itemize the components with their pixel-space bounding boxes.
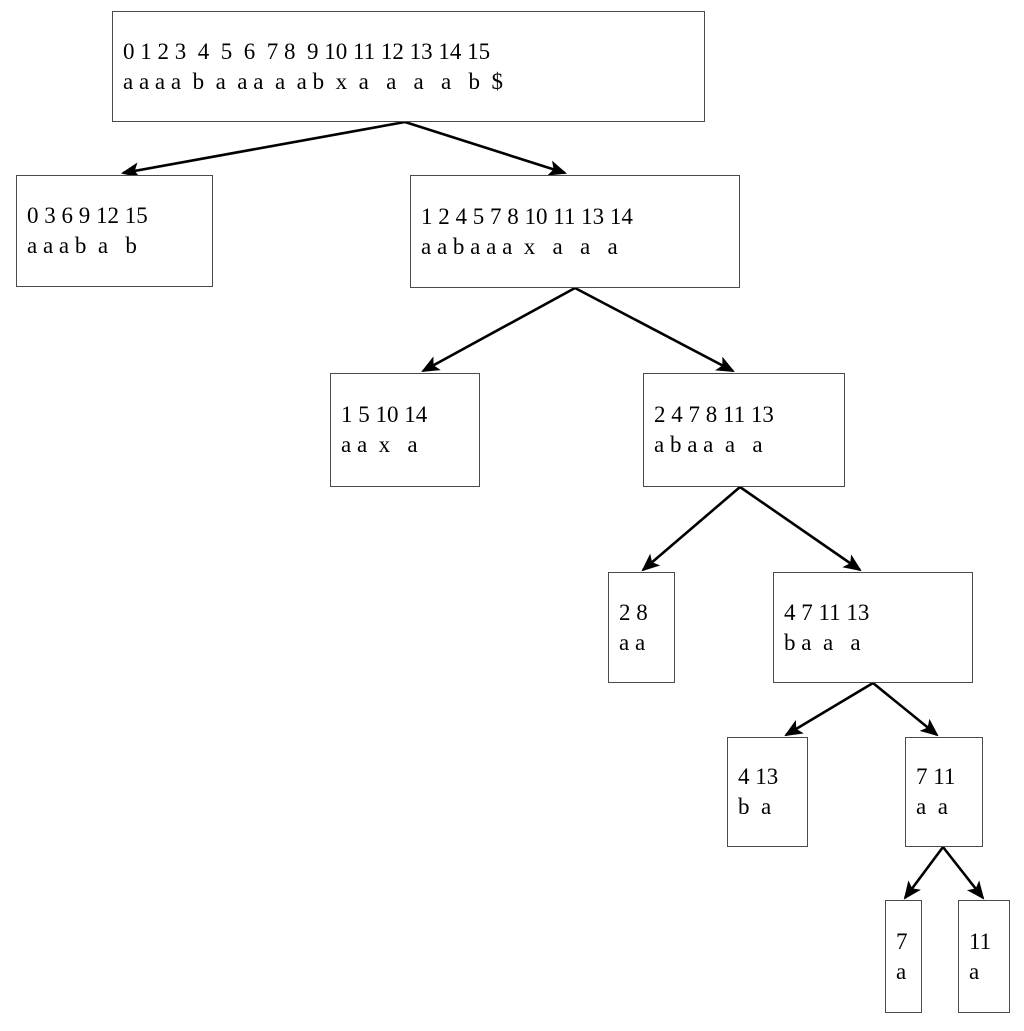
node-chars-line: a a x a (341, 432, 418, 457)
tree-node-n-left3: 2 8 a a (608, 572, 675, 683)
tree-node-n-right2: 2 4 7 8 11 13 a b a a a a (643, 373, 845, 487)
node-chars-line: a (896, 958, 907, 984)
tree-node-root: 0 1 2 3 4 5 6 7 8 9 10 11 12 13 14 15 a a… (112, 11, 705, 122)
node-indices-line: 7 11 (916, 764, 956, 790)
tree-edge-n-right4-to-leaf-11 (941, 846, 985, 900)
node-chars-line: b a (738, 794, 772, 819)
tree-node-n-right1: 1 2 4 5 7 8 10 11 13 14 a a b a a a x a a… (410, 175, 740, 288)
tree-edge-n-right2-to-n-left3 (641, 486, 741, 572)
tree-edge-n-right1-to-n-right2 (574, 286, 735, 373)
node-chars-line: a a b a a a x a a a (421, 233, 618, 259)
tree-node-n-left2: 1 5 10 14 a a x a (330, 373, 480, 487)
node-indices-line: 0 1 2 3 4 5 6 7 8 9 10 11 12 13 14 15 (123, 38, 491, 64)
tree-node-n-left4: 4 13 b a (727, 737, 808, 847)
tree-node-n-right3: 4 7 11 13 b a a a (773, 572, 973, 683)
node-indices-line: 2 8 (619, 599, 648, 625)
node-chars-line: a (969, 958, 980, 984)
node-chars-line: a a a a b a a a a a b x a a a a b $ (123, 68, 503, 94)
node-indices-line: 0 3 6 9 12 15 (27, 203, 148, 229)
node-chars-line: a a (619, 629, 646, 655)
node-chars-line: a a (916, 794, 948, 819)
tree-node-leaf-11: 11 a (958, 900, 1010, 1013)
node-indices-line: 7 (896, 928, 908, 954)
node-indices-line: 4 13 (738, 764, 779, 790)
node-indices-line: 1 2 4 5 7 8 10 11 13 14 (421, 203, 633, 229)
tree-node-n-right4: 7 11 a a (905, 737, 983, 847)
tree-edge-root-to-n-left1 (120, 120, 406, 178)
tree-edge-n-right4-to-leaf-7 (903, 846, 945, 900)
tree-edge-root-to-n-right1 (404, 120, 567, 176)
tree-node-n-left1: 0 3 6 9 12 15 a a a b a b (16, 175, 213, 287)
node-chars-line: b a a a (784, 629, 861, 655)
node-indices-line: 11 (969, 928, 992, 954)
tree-edge-n-right1-to-n-left2 (421, 286, 576, 373)
tree-edge-n-right3-to-n-right4 (872, 681, 939, 737)
node-indices-line: 1 5 10 14 (341, 402, 428, 428)
tree-edge-n-right3-to-n-left4 (784, 681, 874, 737)
node-indices-line: 2 4 7 8 11 13 (654, 402, 774, 428)
node-chars-line: a a a b a b (27, 233, 137, 258)
tree-edge-n-right2-to-n-right3 (739, 485, 862, 572)
node-chars-line: a b a a a a (654, 432, 763, 457)
node-indices-line: 4 7 11 13 (784, 599, 870, 625)
